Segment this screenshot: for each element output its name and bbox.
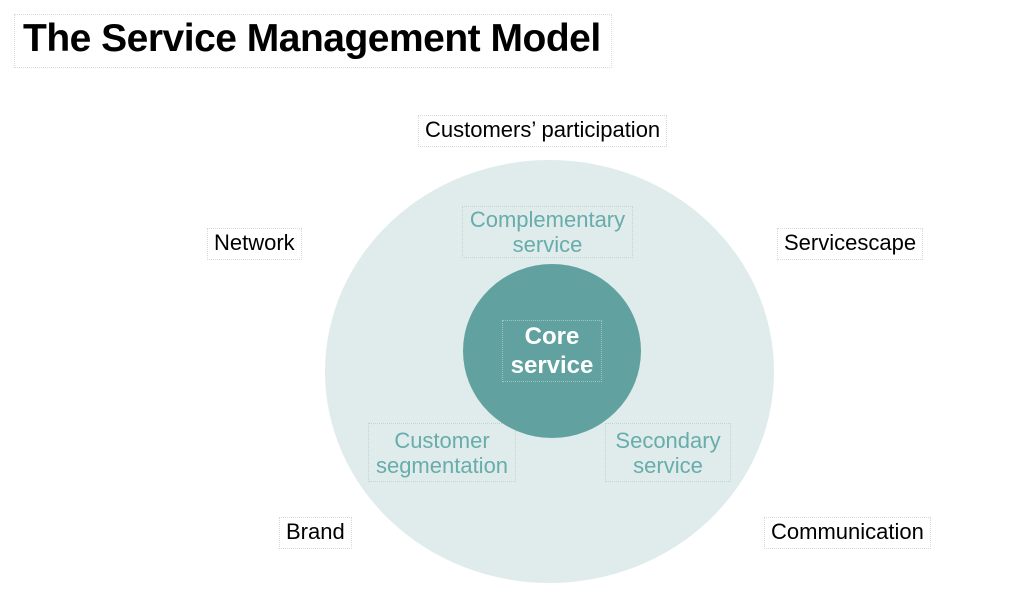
- label-servicescape: Servicescape: [777, 228, 924, 260]
- label-customers-participation: Customers’ participation: [418, 115, 668, 147]
- label-brand: Brand: [279, 517, 352, 549]
- label-customer-segmentation: Customer segmentation: [368, 423, 516, 482]
- label-secondary-service: Secondary service: [605, 423, 731, 482]
- page-title: The Service Management Model: [14, 14, 612, 68]
- label-network: Network: [207, 228, 302, 260]
- label-core-service: Core service: [502, 320, 602, 382]
- label-communication: Communication: [764, 517, 931, 549]
- core-service-circle: Core service: [463, 264, 641, 438]
- label-complementary-service: Complementary service: [462, 206, 633, 258]
